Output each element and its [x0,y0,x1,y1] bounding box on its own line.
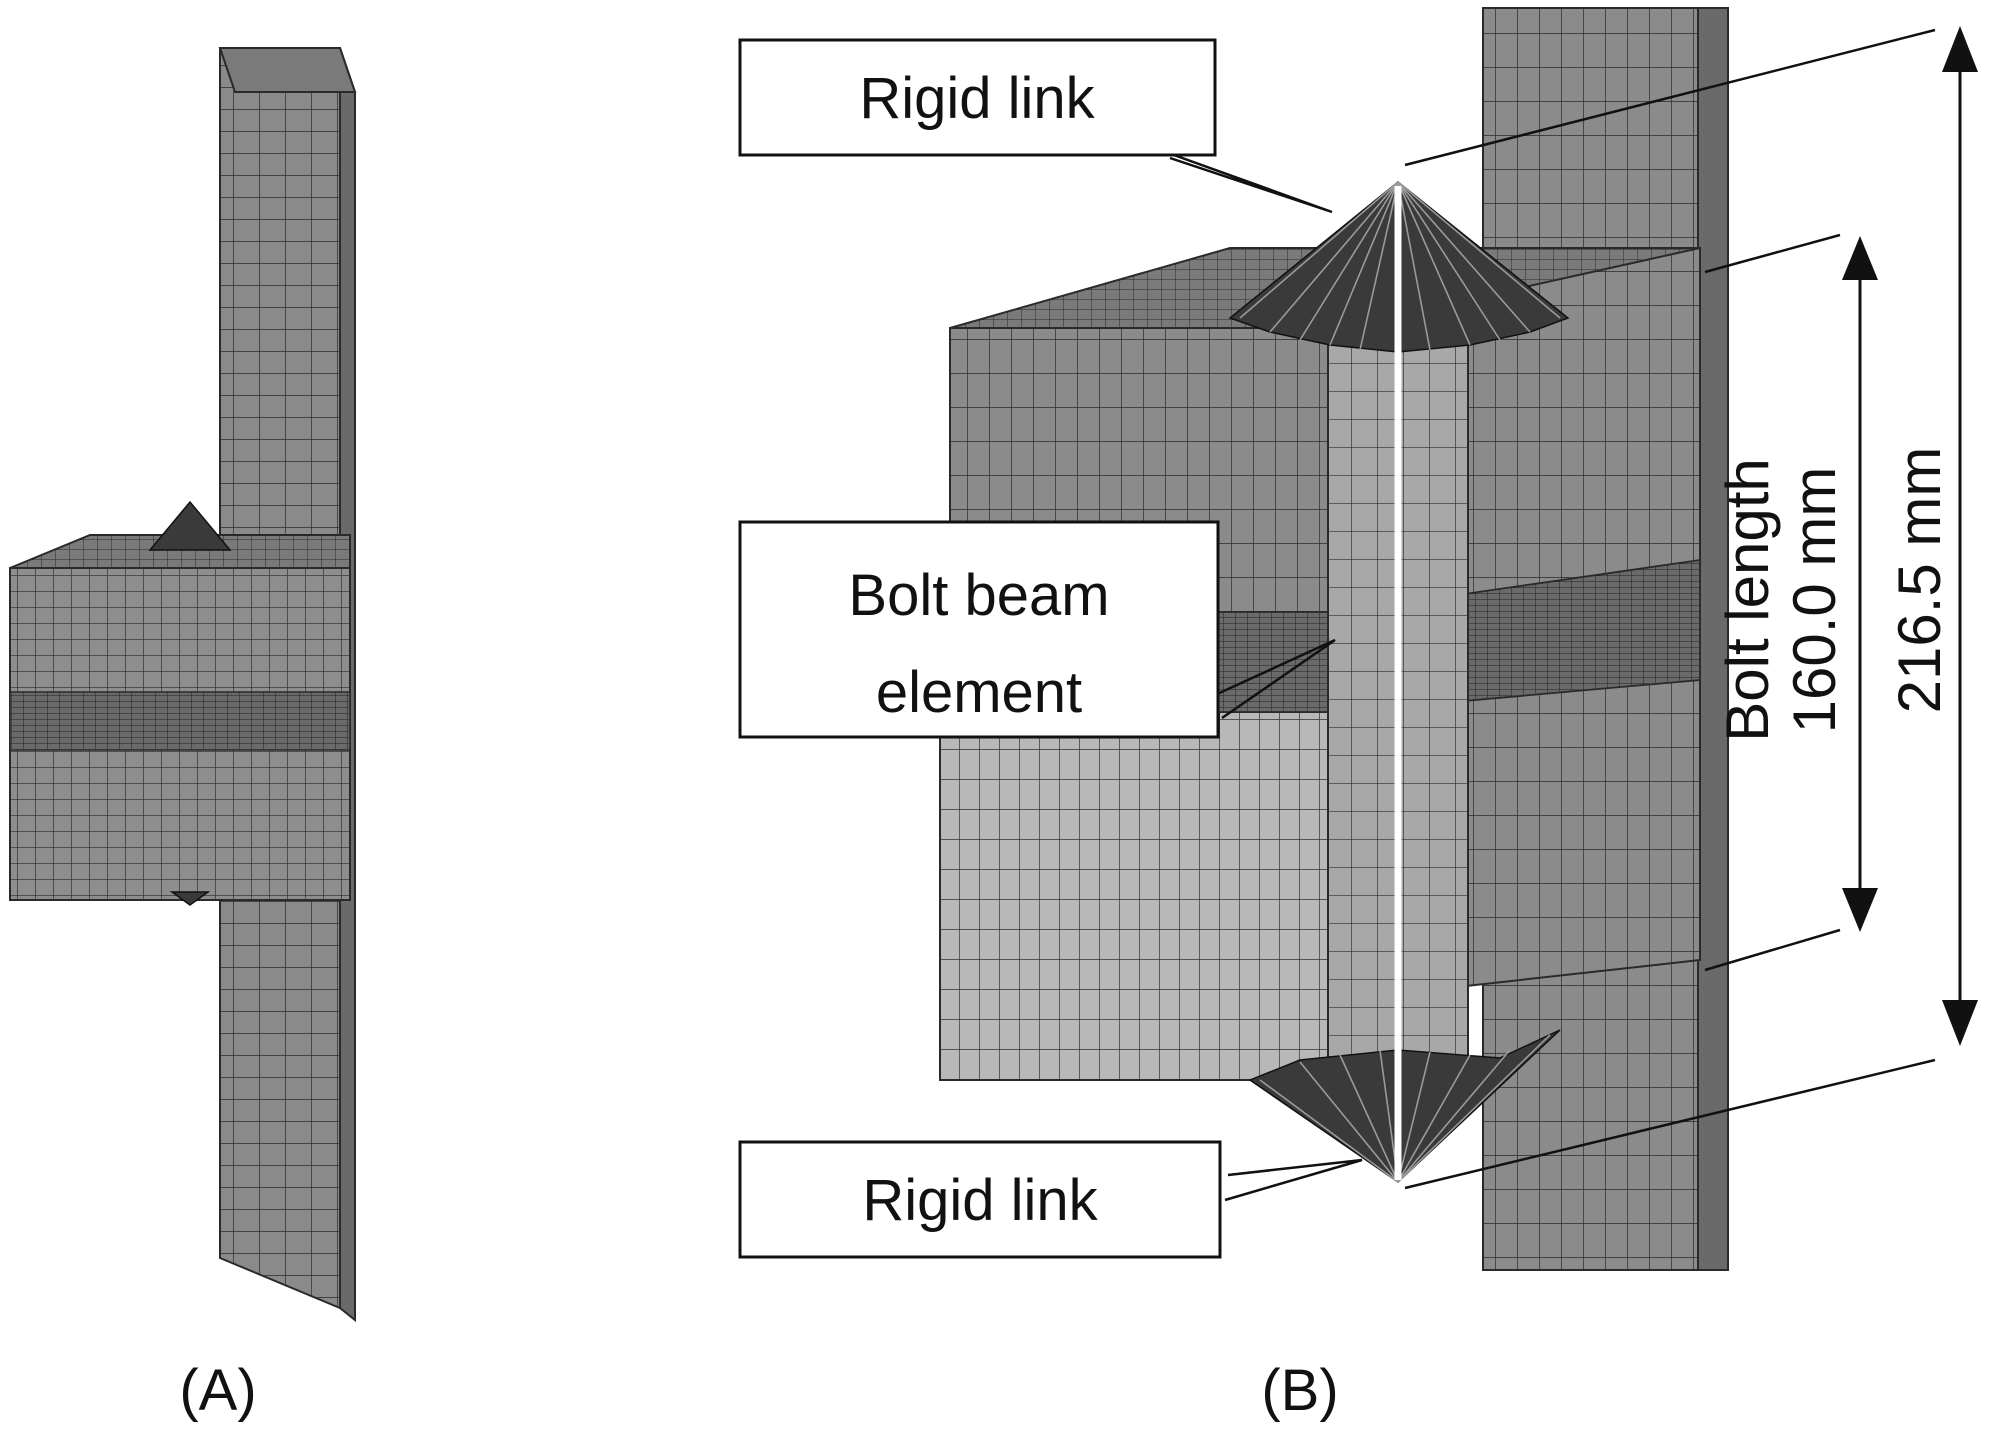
panel-a-dense-band [9,691,351,751]
callout-bolt-beam-box [738,520,1220,739]
dim-arrowhead-bolt-top [1842,236,1878,280]
ext-line-total-bottom [1404,1058,1936,1190]
dim-arrowhead-total-top [1942,26,1978,72]
callout-rigid-link-bottom-box [738,1140,1222,1259]
ext-line-bolt-bottom [1704,928,1841,972]
ext-line-total-top [1404,28,1936,167]
dim-value-total-length: 216.5 mm [1886,447,1953,714]
callout-rigid-link-top-text: Rigid link [859,66,1095,131]
callout-rigid-link-bottom-text: Rigid link [862,1168,1098,1233]
leader-rigid-link-bottom [1224,1158,1363,1202]
panel-a-label: (A) [179,1358,256,1423]
dim-arrowhead-total-bottom [1942,1000,1978,1046]
panel-a-mesh-model: (A) [9,47,357,1423]
panel-b-block-front-lower [939,711,1341,1081]
leader-rigid-link-top [1159,148,1333,214]
dim-value-bolt-length: 160.0 mm [1781,467,1848,734]
panel-a-plate-top [218,47,357,93]
panel-b-label: (B) [1261,1358,1338,1423]
panel-a-rigid-link-top [148,500,232,551]
dim-arrowhead-bolt-bottom [1842,888,1878,932]
leader-bolt-beam [1214,638,1336,720]
callout-rigid-link-top-box [738,38,1217,157]
callout-bolt-beam-text-line1: Bolt beam [848,563,1109,628]
panel-b-rigid-link-bottom-fan [1248,1029,1561,1183]
ext-line-bolt-top [1704,233,1841,274]
callout-bolt-beam-text-line2: element [876,660,1082,725]
dim-label-bolt-length: Bolt length [1714,458,1781,742]
panel-b-mesh-model: Rigid link Bolt beam element Rigid link … [738,7,1978,1423]
panel-a-rigid-link-bottom [169,891,211,906]
